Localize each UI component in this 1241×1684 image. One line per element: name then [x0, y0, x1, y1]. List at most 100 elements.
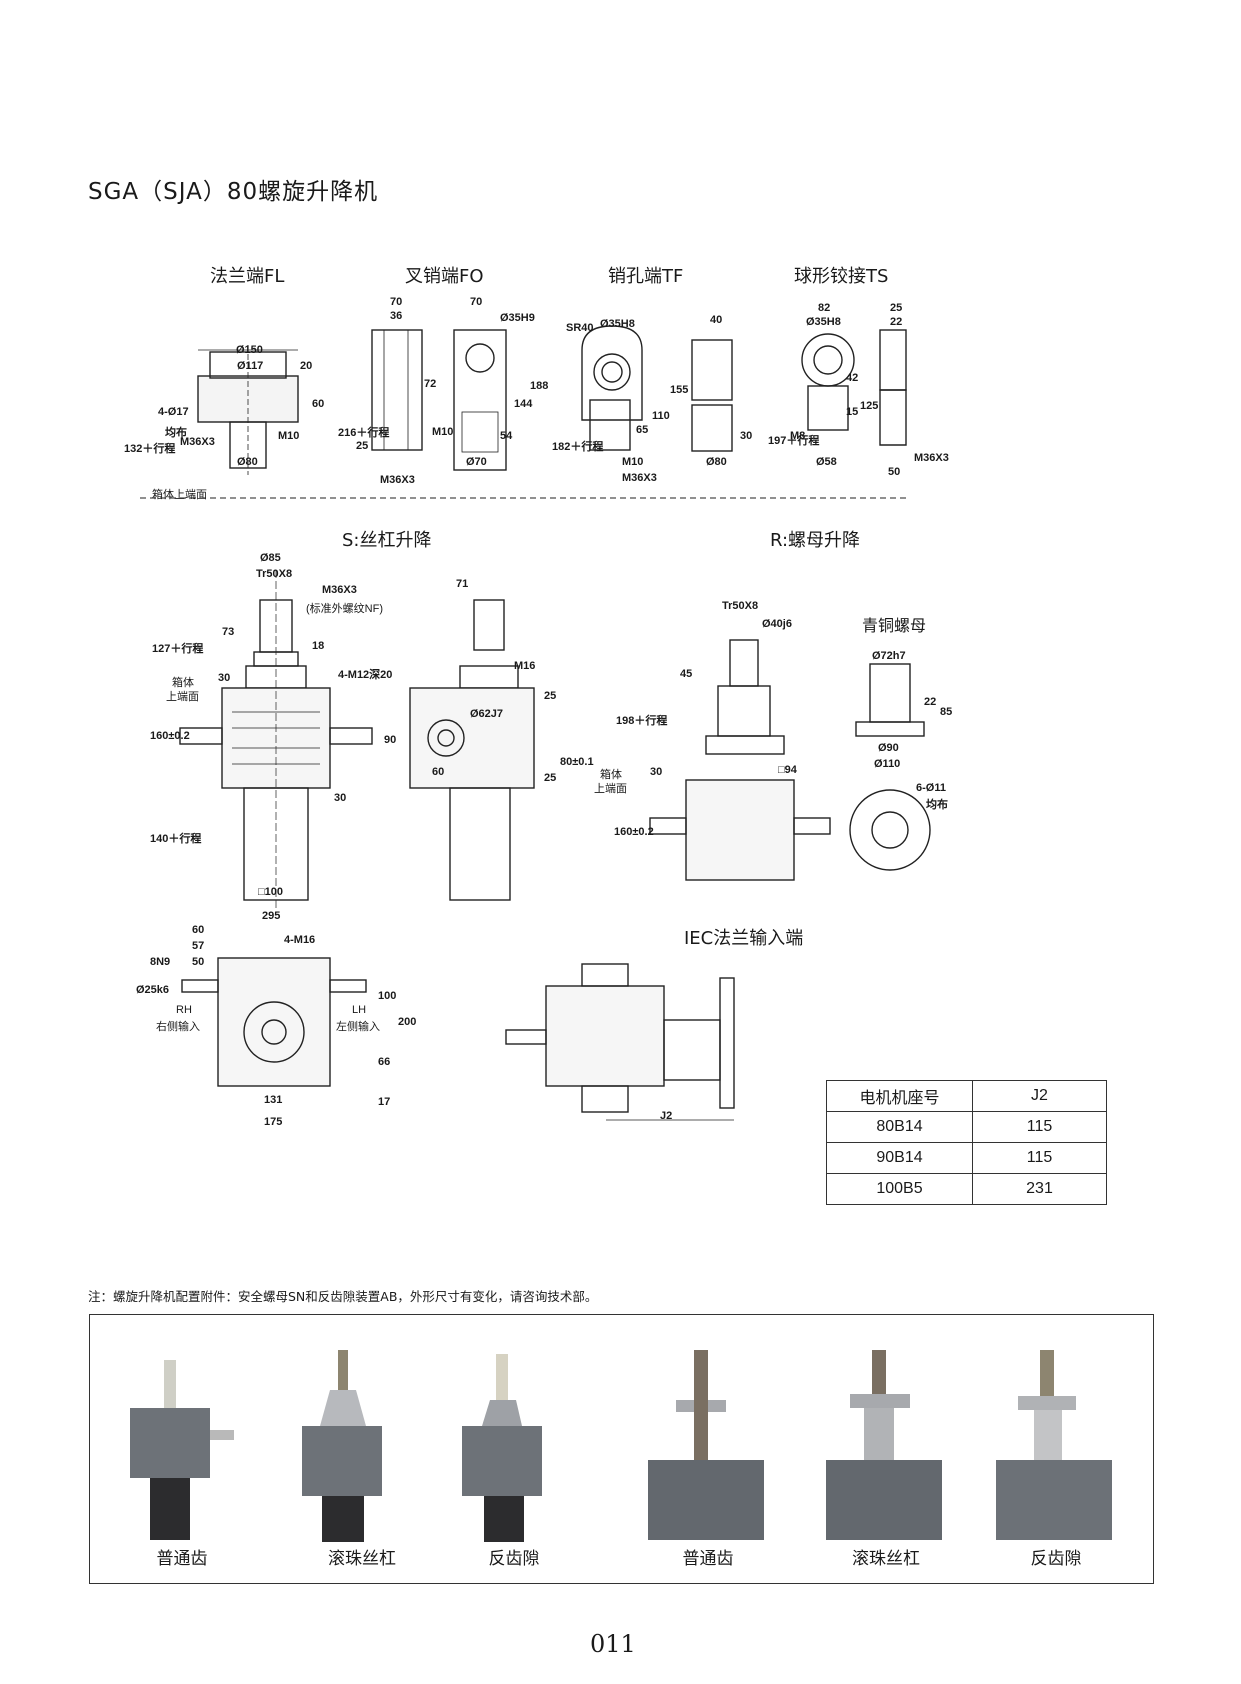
dim-s-9: 上端面 [166, 691, 199, 703]
dim-b-4: 8N9 [150, 956, 171, 968]
dim-fl-0: Ø150 [236, 344, 263, 356]
s-side-view [409, 599, 535, 901]
dim-ss-3: 25 [544, 690, 557, 702]
end-type-fl: 法兰端FL [210, 266, 285, 287]
dim-nut-0: Ø72h7 [872, 650, 906, 662]
dim-fo-7: Ø35H9 [500, 312, 535, 324]
bronze-nut-title: 青铜螺母 [862, 616, 927, 635]
dim-s-8: 箱体 [172, 677, 194, 689]
dim-s-4: 73 [222, 626, 235, 638]
photo-caption-6: 反齿隙 [1030, 1549, 1082, 1569]
dim-ts-3: 125 [860, 400, 879, 412]
dim-ss-5: 90 [384, 734, 397, 746]
dim-ts-5: 197＋行程 [768, 435, 820, 447]
dim-nut-5: 6-Ø11 [916, 782, 946, 794]
dim-fl-8: M10 [278, 430, 300, 442]
photo-caption-4: 普通齿 [682, 1549, 734, 1569]
dim-tf-7: M36X3 [622, 472, 657, 484]
dim-ss-4: Ø62J7 [470, 708, 504, 720]
fo-drawing [371, 329, 507, 471]
dim-b-6: 4-M16 [284, 934, 316, 946]
dim-b-7: 100 [378, 990, 397, 1002]
dim-s-10: 160±0.2 [150, 730, 190, 742]
dim-ts-9: 22 [890, 316, 903, 328]
dim-s-6: 18 [312, 640, 325, 652]
dim-r-6: 箱体 [600, 769, 622, 781]
dim-b-16: 左侧输入 [336, 1021, 380, 1033]
dim-r-4: 30 [650, 766, 663, 778]
end-type-ts: 球形铰接TS [794, 266, 889, 287]
dim-fl-1: Ø117 [237, 360, 264, 372]
dim-ss-1: 4-M12深20 [338, 669, 393, 681]
dim-ts-11: 50 [888, 466, 901, 478]
dim-fo-11: 54 [500, 430, 513, 442]
table-cell: 115 [972, 1142, 1107, 1174]
r-front-view [649, 639, 831, 881]
dim-s-1: Tr50X8 [256, 568, 293, 580]
dim-tf-6: M10 [622, 456, 644, 468]
page-number: 011 [590, 1630, 636, 1658]
table-cell: 80B14 [826, 1111, 973, 1143]
dim-fo-4: 25 [356, 440, 369, 452]
product-photo-4 [648, 1350, 764, 1540]
dim-ts-10: M36X3 [914, 452, 949, 464]
dim-r-7: 上端面 [594, 783, 627, 795]
dim-ss-2: M16 [514, 660, 536, 672]
dim-fo-5: M36X3 [380, 474, 415, 486]
dim-ts-2: 42 [846, 372, 859, 384]
dim-tf-10: Ø80 [706, 456, 727, 468]
dim-b-0: 295 [262, 910, 281, 922]
note-text: 注：螺旋升降机配置附件：安全螺母SN和反齿隙装置AB，外形尺寸有变化，请咨询技术… [88, 1289, 598, 1304]
dim-b-1: 60 [192, 924, 205, 936]
dim-s-13: □100 [258, 886, 283, 898]
dim-ss-0: 71 [456, 578, 469, 590]
dim-nut-2: 85 [940, 706, 953, 718]
dim-b-12: 175 [264, 1116, 283, 1128]
dim-b-11: 131 [264, 1094, 283, 1106]
dim-tf-1: Ø35H8 [600, 318, 635, 330]
dim-b-2: 57 [192, 940, 205, 952]
dim-nut-6: 均布 [926, 799, 948, 811]
dim-tf-3: 110 [652, 410, 670, 422]
iec-drawing [505, 963, 735, 1121]
dim-fo-1: 36 [390, 310, 403, 322]
dim-r-5: □94 [778, 764, 797, 776]
dim-r-8: 160±0.2 [614, 826, 654, 838]
dim-ts-6: M8 [790, 430, 806, 442]
dim-b-14: 右侧输入 [156, 1021, 200, 1033]
mode-title-r: R:螺母升降 [770, 530, 861, 551]
dim-fl-3: 均布 [165, 427, 187, 439]
photo-caption-1: 普通齿 [156, 1549, 208, 1569]
product-photo-1 [130, 1360, 234, 1540]
mode-title-s: S:丝杠升降 [342, 530, 432, 551]
dim-s-7: 30 [218, 672, 231, 684]
dim-s-2: M36X3 [322, 584, 357, 596]
product-photo-3 [462, 1354, 542, 1542]
dim-fo-8: 188 [530, 380, 549, 392]
dim-r-2: 45 [680, 668, 693, 680]
motor-table-header: J2 [972, 1080, 1107, 1112]
dim-ss-8: 80±0.1 [560, 756, 594, 768]
dim-b-3: 50 [192, 956, 205, 968]
dim-s-0: Ø85 [260, 552, 281, 564]
tf-drawing [581, 325, 733, 452]
dim-ts-1: Ø35H8 [806, 316, 841, 328]
dim-fl-6: 20 [300, 360, 313, 372]
dim-tf-5: 182＋行程 [552, 441, 604, 453]
photo-caption-2: 滚珠丝杠 [328, 1549, 396, 1569]
bottom-top-view [181, 957, 367, 1087]
photo-caption-5: 滚珠丝杠 [852, 1549, 920, 1569]
dim-b-8: 200 [398, 1016, 417, 1028]
dim-s-5: 127＋行程 [152, 643, 204, 655]
dim-tf-9: 30 [740, 430, 753, 442]
dim-r-0: Tr50X8 [722, 600, 759, 612]
table-cell: 231 [972, 1173, 1107, 1205]
dim-ts-4: 15 [846, 406, 859, 418]
dim-fl-2: 4-Ø17 [158, 406, 189, 418]
motor-table: 电机机座号 J2 80B14 115 90B14 115 100B5 231 [826, 1080, 1107, 1205]
dim-fl-5: Ø80 [237, 456, 258, 468]
dim-tf-2: 155 [670, 384, 689, 396]
dim-fl-9: 132＋行程 [124, 443, 176, 455]
